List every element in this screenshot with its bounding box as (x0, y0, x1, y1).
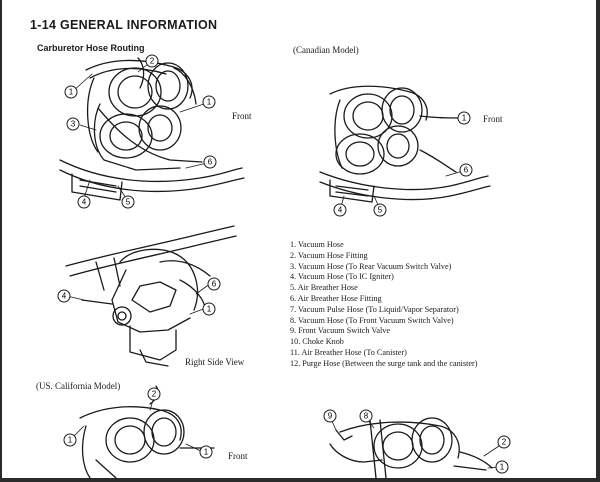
legend-item: 11. Air Breather Hose (To Canister) (290, 347, 407, 357)
legend-item: 5. Air Breather Hose (290, 283, 358, 293)
callout-marker: 4 (333, 203, 347, 217)
callout-marker: 4 (57, 289, 71, 303)
callout-number: 6 (212, 280, 217, 289)
callout-number: 1 (207, 305, 212, 314)
callout-number: 2 (502, 438, 507, 447)
page-header: 1-14 GENERAL INFORMATION (30, 18, 218, 32)
callout-marker: 6 (203, 155, 217, 169)
callout-number: 4 (338, 206, 343, 215)
canadian-carburetor-drawing (319, 85, 491, 203)
callout-marker: 1 (64, 85, 78, 99)
us-california-model-label: (US. California Model) (36, 381, 121, 391)
callout-marker: 5 (121, 195, 135, 209)
legend-item: 9. Front Vacuum Switch Valve (290, 326, 390, 336)
frame-right (596, 0, 600, 482)
legend-item: 10. Choke Knob (290, 337, 344, 347)
callout-number: 1 (500, 463, 505, 472)
callout-number: 6 (208, 158, 213, 167)
callout-marker: 5 (373, 203, 387, 217)
section-title: Carburetor Hose Routing (37, 43, 145, 53)
callout-marker: 9 (323, 409, 337, 423)
callout-number: 9 (328, 412, 333, 421)
callout-marker: 1 (202, 95, 216, 109)
callout-marker: 4 (77, 195, 91, 209)
california-carburetor-drawing-right (329, 417, 493, 479)
legend-item: 8. Vacuum Hose (To Front Vacuum Switch V… (290, 315, 454, 325)
callout-markers: 1 2 1 3 4 5 6 4 6 1 1 6 4 5 1 2 1 9 8 2 … (57, 54, 511, 474)
callout-number: 4 (82, 198, 87, 207)
callout-marker: 1 (199, 445, 213, 459)
right-side-view-drawing (65, 225, 237, 367)
california-carburetor-drawing-left (79, 385, 215, 479)
callout-marker: 6 (459, 163, 473, 177)
callout-leaders (66, 63, 503, 469)
callout-number: 1 (207, 98, 212, 107)
callout-marker: 1 (63, 433, 77, 447)
callout-marker: 1 (495, 460, 509, 474)
legend-item: 2. Vacuum Hose Fitting (290, 250, 368, 260)
callout-number: 5 (378, 206, 383, 215)
legend-item: 6. Air Breather Hose Fitting (290, 293, 382, 303)
callout-number: 1 (68, 436, 73, 445)
callout-marker: 2 (497, 435, 511, 449)
callout-number: 4 (62, 292, 67, 301)
callout-marker: 2 (145, 54, 159, 68)
parts-legend: 1. Vacuum Hose 2. Vacuum Hose Fitting 3.… (290, 240, 478, 370)
callout-number: 5 (126, 198, 131, 207)
main-carburetor-drawing (59, 57, 245, 201)
right-side-view-label: Right Side View (185, 357, 245, 367)
callout-marker: 2 (147, 387, 161, 401)
callout-number: 1 (204, 448, 209, 457)
front-label-main: Front (232, 111, 252, 121)
callout-number: 6 (464, 166, 469, 175)
callout-marker: 1 (202, 302, 216, 316)
front-label-canadian: Front (483, 114, 503, 124)
callout-marker: 1 (457, 111, 471, 125)
callout-number: 1 (462, 114, 467, 123)
legend-item: 12. Purge Hose (Between the surge tank a… (290, 358, 478, 368)
canadian-model-label: (Canadian Model) (293, 45, 359, 55)
frame-bottom (0, 478, 600, 482)
legend-item: 7. Vacuum Pulse Hose (To Liquid/Vapor Se… (290, 304, 459, 314)
callout-number: 8 (364, 412, 369, 421)
callout-number: 2 (150, 57, 155, 66)
front-label-california: Front (228, 451, 248, 461)
callout-number: 2 (152, 390, 157, 399)
legend-item: 1. Vacuum Hose (290, 240, 344, 249)
callout-marker: 3 (66, 117, 80, 131)
callout-marker: 8 (359, 409, 373, 423)
legend-item: 4. Vacuum Hose (To IC Igniter) (290, 272, 394, 282)
callout-marker: 6 (207, 277, 221, 291)
callout-number: 3 (71, 120, 76, 129)
legend-item: 3. Vacuum Hose (To Rear Vacuum Switch Va… (290, 261, 452, 271)
frame-left (0, 0, 2, 482)
callout-number: 1 (69, 88, 74, 97)
